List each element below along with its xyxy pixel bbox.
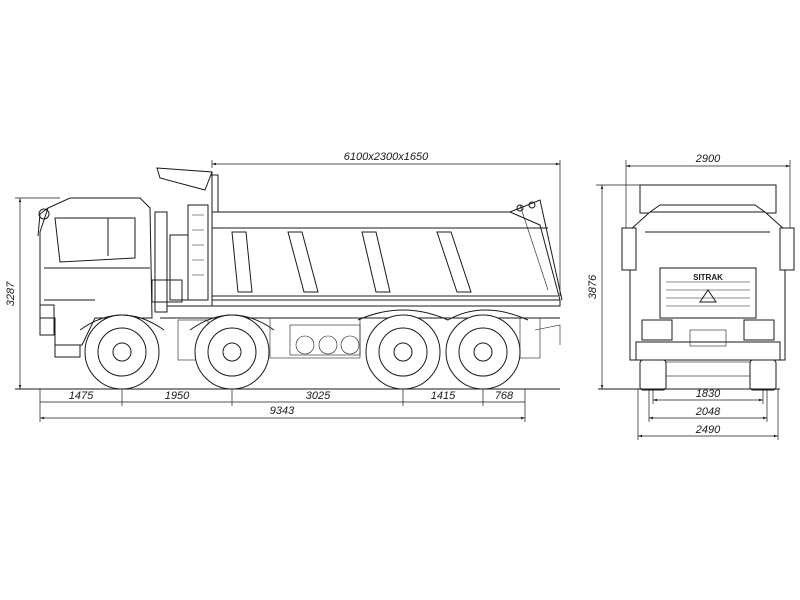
front-overhang-label: 1475	[69, 390, 94, 402]
axle-2-3-label: 3025	[306, 390, 331, 402]
front-view: SITRAK 2900 3876	[587, 153, 795, 440]
cab	[37, 197, 183, 358]
dim-front-width-top: 2900	[625, 153, 791, 228]
dim-track: 1830	[652, 388, 764, 404]
side-wheels	[79, 309, 529, 390]
rear-overhang-label: 768	[495, 390, 514, 402]
wheel-1	[84, 314, 160, 390]
axle-3-4-label: 1415	[431, 390, 456, 402]
track-label: 1830	[696, 388, 721, 400]
brand-emblem-icon	[699, 289, 717, 303]
dim-front-height: 3876	[587, 184, 640, 389]
brand-grille-text: SITRAK	[693, 273, 723, 282]
wheel-2	[194, 314, 270, 390]
front-height-label: 3876	[587, 274, 599, 299]
overall-width-label: 2490	[695, 424, 721, 436]
body-size-label: 6100x2300x1650	[344, 151, 429, 163]
wheel-4	[445, 314, 521, 390]
dump-body	[156, 167, 563, 307]
overall-length-label: 9343	[270, 405, 295, 417]
dim-overall-width: 2490	[637, 389, 779, 440]
dim-wheelbase-chain: 1475 1950 3025 1415 768	[39, 389, 526, 422]
wheel-3	[365, 314, 441, 390]
dim-overall-length: 9343	[40, 405, 525, 420]
dim-width-2048: 2048	[648, 389, 768, 422]
dim-side-height: 3287	[5, 197, 60, 389]
width-2048-label: 2048	[695, 406, 721, 418]
axle-1-2-label: 1950	[165, 390, 190, 402]
side-height-label: 3287	[5, 281, 17, 306]
dim-body-size: 6100x2300x1650	[211, 151, 561, 296]
side-view: 6100x2300x1650 3287 1475 1950 3025 1415 …	[5, 151, 563, 422]
front-width-top-label: 2900	[695, 153, 721, 165]
